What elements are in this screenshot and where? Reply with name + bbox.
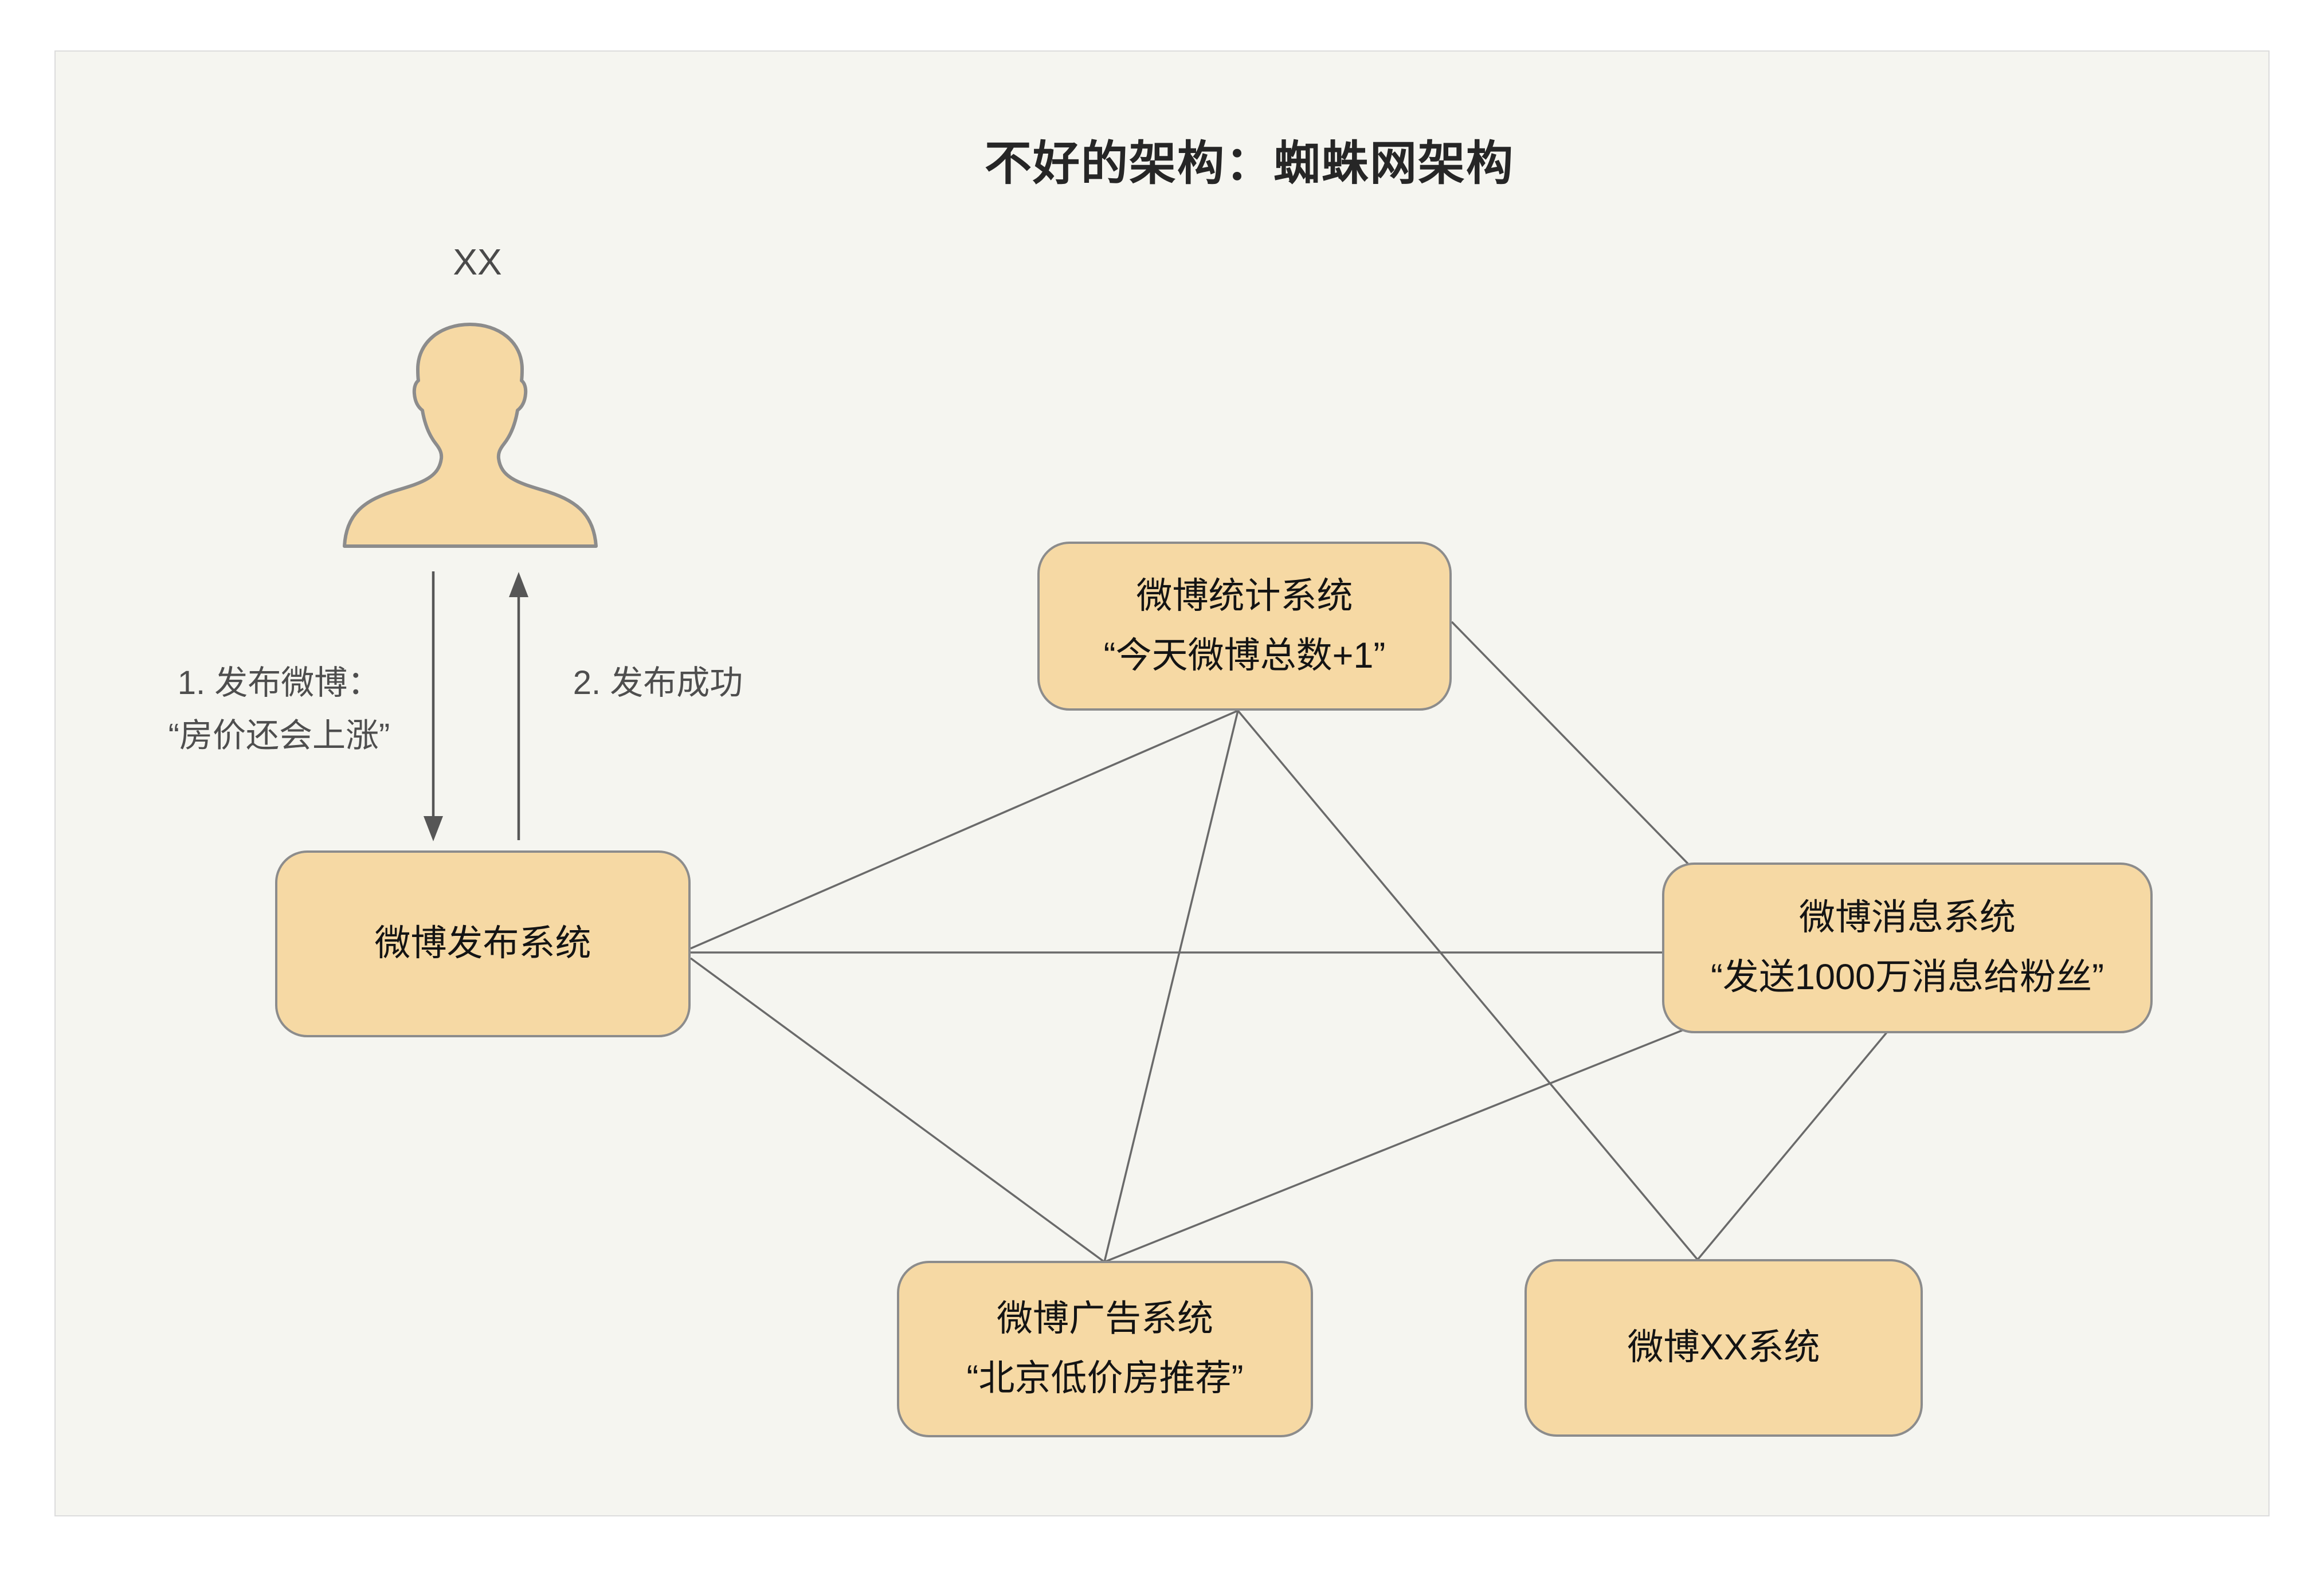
annotation-publish-step-line2: “房价还会上涨” (168, 716, 390, 754)
node-title: 微博统计系统 (1136, 575, 1353, 616)
node-title: 微博消息系统 (1799, 897, 2016, 938)
annotation-publish-step: 1. 发布微博： “房价还会上涨” (107, 657, 451, 762)
node-title: 微博发布系统 (374, 923, 591, 964)
annotation-publish-step-line1: 1. 发布微博： (177, 664, 381, 701)
actor-label: XX (453, 241, 502, 283)
node-title: 微博XX系统 (1627, 1327, 1820, 1368)
node-subtitle: “发送1000万消息给粉丝” (1710, 957, 2104, 997)
node-weibo-message-system: 微博消息系统 “发送1000万消息给粉丝” (1662, 863, 2153, 1033)
node-weibo-xx-system: 微博XX系统 (1524, 1259, 1923, 1437)
node-subtitle: “今天微博总数+1” (1103, 635, 1386, 676)
node-weibo-stats-system: 微博统计系统 “今天微博总数+1” (1037, 542, 1452, 711)
node-subtitle: “北京低价房推荐” (966, 1358, 1244, 1398)
node-weibo-ad-system: 微博广告系统 “北京低价房推荐” (897, 1261, 1313, 1437)
page-title: 不好的架构：蜘蛛网架构 (984, 138, 1514, 190)
annotation-success-step: 2. 发布成功 (573, 664, 743, 701)
node-weibo-publish-system: 微博发布系统 (275, 850, 691, 1037)
node-title: 微博广告系统 (997, 1299, 1213, 1339)
